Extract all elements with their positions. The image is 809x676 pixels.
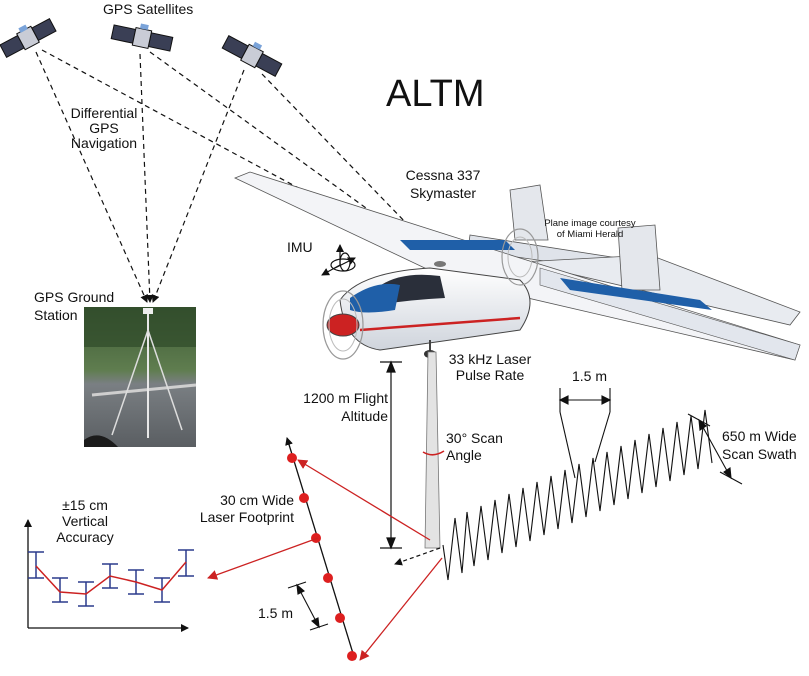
svg-text:Navigation: Navigation (71, 135, 137, 151)
svg-text:Differential: Differential (71, 105, 138, 121)
red-connector-arrows (207, 459, 443, 661)
svg-text:30 cm Wide: 30 cm Wide (220, 492, 294, 508)
cessna-airplane (234, 171, 801, 361)
scan-direction-line (394, 547, 441, 566)
svg-text:Skymaster: Skymaster (410, 185, 476, 201)
gps-satellite-1 (0, 17, 57, 59)
scan-angle-arc (422, 450, 445, 456)
svg-text:±15 cm: ±15 cm (62, 497, 108, 513)
svg-text:Station: Station (34, 307, 78, 323)
swath-label: 650 m Wide Scan Swath (722, 428, 797, 462)
svg-text:Vertical: Vertical (62, 513, 108, 529)
scan-swath-zigzag (442, 409, 713, 581)
svg-text:650 m Wide: 650 m Wide (722, 428, 797, 444)
gps-ground-station-photo (84, 307, 197, 447)
footprint-dots (287, 453, 357, 661)
aircraft-label: Cessna 337 Skymaster (406, 167, 481, 201)
svg-text:30° Scan: 30° Scan (446, 430, 503, 446)
pulse-rate-label: 33 kHz Laser Pulse Rate (449, 351, 532, 383)
svg-text:GPS: GPS (89, 120, 119, 136)
svg-text:33 kHz Laser: 33 kHz Laser (449, 351, 532, 367)
spacing-top-label: 1.5 m (572, 368, 607, 384)
footprint-axis (285, 437, 356, 661)
laser-beam (424, 351, 441, 549)
ground-station-label: GPS Ground Station (34, 289, 114, 323)
svg-text:Altitude: Altitude (341, 408, 388, 424)
footprint-label: 30 cm Wide Laser Footprint (200, 492, 294, 525)
accuracy-chart (24, 519, 194, 632)
gps-satellite-3 (221, 35, 283, 77)
svg-text:Plane image courtesy: Plane image courtesy (544, 218, 636, 229)
spacing-measure-bottom (287, 581, 329, 631)
altitude-label: 1200 m Flight Altitude (303, 390, 388, 424)
imu-label: IMU (287, 239, 313, 255)
swath-width-measure (687, 413, 743, 485)
gps-signal-lines (35, 49, 441, 303)
svg-text:Cessna 337: Cessna 337 (406, 167, 481, 183)
imu-axes-icon (321, 244, 356, 276)
svg-text:GPS Ground: GPS Ground (34, 289, 114, 305)
svg-text:of Miami Herald: of Miami Herald (557, 229, 624, 240)
dgps-label: Differential GPS Navigation (71, 105, 138, 151)
svg-text:1200 m Flight: 1200 m Flight (303, 390, 388, 406)
svg-text:Laser Footprint: Laser Footprint (200, 509, 294, 525)
svg-text:Scan Swath: Scan Swath (722, 446, 797, 462)
svg-text:Angle: Angle (446, 447, 482, 463)
image-credit: Plane image courtesy of Miami Herald (544, 218, 636, 240)
svg-text:Pulse Rate: Pulse Rate (456, 367, 525, 383)
diagram-title: ALTM (386, 73, 485, 115)
svg-text:Accuracy: Accuracy (56, 529, 114, 545)
spacing-bottom-label: 1.5 m (258, 605, 293, 621)
scan-angle-label: 30° Scan Angle (446, 430, 503, 463)
accuracy-label: ±15 cm Vertical Accuracy (56, 497, 114, 545)
gps-satellites-label: GPS Satellites (103, 1, 193, 17)
spacing-measure-top (558, 388, 612, 479)
gps-satellite-2 (110, 23, 174, 52)
